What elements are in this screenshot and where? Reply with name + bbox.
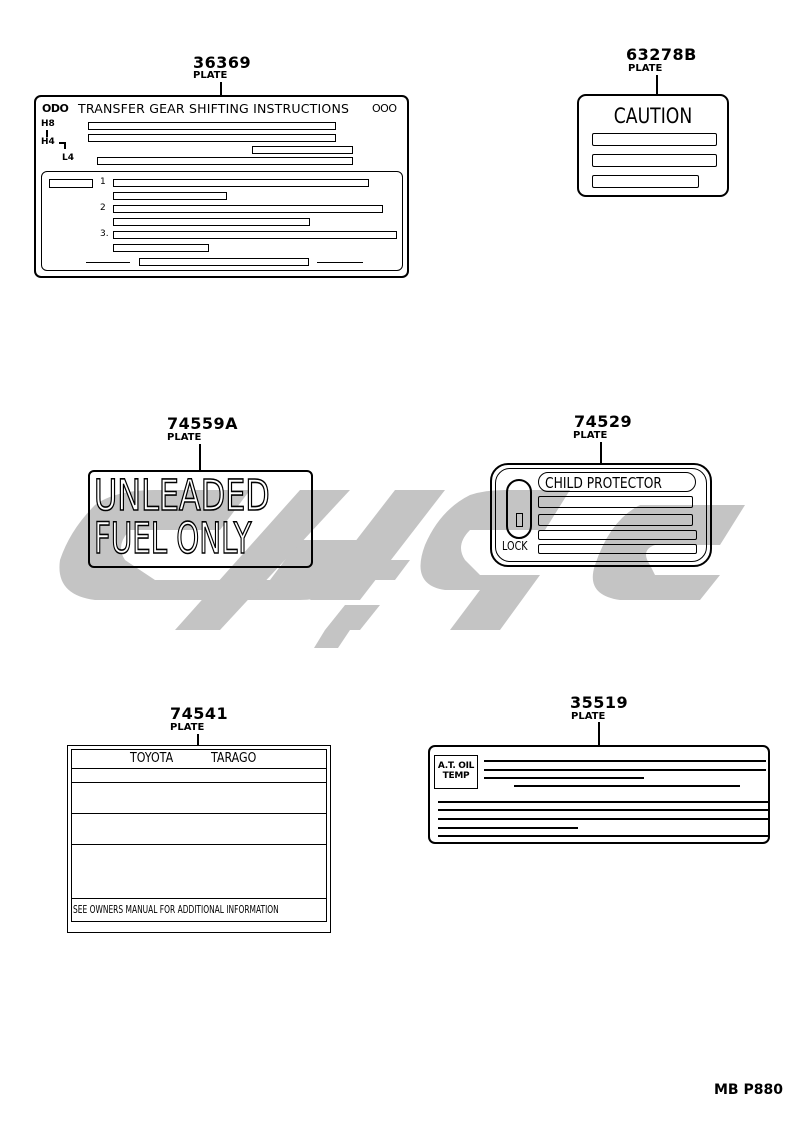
text-bar: [592, 175, 699, 188]
plate-36369: ODO TRANSFER GEAR SHIFTING INSTRUCTIONS …: [34, 95, 409, 278]
leader-line: [598, 722, 600, 746]
label-box: [49, 179, 93, 188]
leader-line: [197, 734, 199, 746]
text-bar: [97, 157, 353, 165]
text-bar: [592, 133, 717, 146]
text-bar: [113, 192, 227, 200]
right-marks: OOO: [372, 102, 397, 115]
text-bar: [139, 258, 309, 266]
part-name-74541: PLATE: [170, 722, 205, 733]
inner-frame: [71, 749, 327, 922]
plate-63278b: CAUTION: [577, 94, 729, 197]
footer-note: SEE OWNERS MANUAL FOR ADDITIONAL INFORMA…: [73, 903, 279, 916]
part-number-35519: 35519: [570, 693, 629, 712]
plate-35519: A.T. OIL TEMP: [428, 745, 770, 844]
part-name-63278b: PLATE: [628, 63, 663, 74]
text-line: [438, 801, 768, 803]
step-number-3: 3.: [100, 229, 109, 239]
text-bar: [252, 146, 353, 154]
plate-74541: TOYOTA TARAGO SEE OWNERS MANUAL FOR ADDI…: [67, 745, 331, 933]
at-oil-temp-badge: A.T. OIL TEMP: [434, 755, 478, 789]
text-line: [438, 809, 768, 811]
fuel-only-text: FUEL ONLY: [93, 514, 252, 564]
text-bar: [538, 496, 693, 508]
text-line: [438, 827, 578, 829]
badge-line-2: TEMP: [442, 771, 470, 781]
text-bar: [113, 205, 383, 213]
text-bar: [592, 154, 717, 167]
lock-knob-icon: [516, 513, 523, 527]
text-bar: [113, 231, 397, 239]
rule: [317, 262, 363, 263]
text-bar: [88, 122, 336, 130]
shift-connector: [46, 130, 48, 137]
leader-line: [656, 75, 658, 95]
unleaded-text: UNLEADED: [93, 471, 270, 521]
shift-label-h8: H8: [41, 119, 55, 129]
text-bar: [113, 244, 209, 252]
rule: [71, 813, 327, 814]
text-line: [438, 818, 768, 820]
part-name-35519: PLATE: [571, 711, 606, 722]
instruction-box: 1 2 3.: [41, 171, 403, 271]
leader-line: [199, 444, 201, 470]
badge-line-1: A.T. OIL: [437, 761, 475, 771]
text-line: [514, 785, 740, 787]
reference-code: MB P880: [714, 1082, 783, 1098]
plate-title: TRANSFER GEAR SHIFTING INSTRUCTIONS: [78, 101, 350, 116]
child-protector-heading: CHILD PROTECTOR: [545, 474, 662, 492]
left-marks: ODO: [42, 102, 69, 115]
lock-label: LOCK: [502, 539, 528, 553]
part-name-74529: PLATE: [573, 430, 608, 441]
text-line: [484, 760, 766, 762]
text-bar: [113, 179, 369, 187]
rule: [71, 782, 327, 783]
text-bar: [88, 134, 336, 142]
step-number-2: 2: [100, 203, 106, 213]
lock-slot-outline: [506, 479, 532, 539]
part-name-36369: PLATE: [193, 70, 228, 81]
text-bar: [538, 514, 693, 526]
shift-label-l4: L4: [62, 153, 74, 163]
plate-74529: LOCK CHILD PROTECTOR: [490, 463, 712, 567]
rule: [86, 262, 130, 263]
shift-label-h4: H4: [41, 137, 55, 147]
brand-text: TOYOTA: [130, 751, 174, 766]
inner-border: [495, 468, 707, 562]
shift-connector: [59, 142, 66, 149]
model-text: TARAGO: [211, 751, 257, 766]
rule: [71, 768, 327, 769]
step-number-1: 1: [100, 177, 106, 187]
caution-heading: CAUTION: [613, 104, 693, 128]
leader-line: [220, 82, 222, 96]
text-bar: [538, 530, 697, 540]
text-bar: [113, 218, 310, 226]
part-number-74529: 74529: [574, 412, 633, 431]
text-line: [438, 835, 768, 837]
child-protector-banner: CHILD PROTECTOR: [538, 472, 696, 492]
plate-74559a: UNLEADED FUEL ONLY: [88, 470, 313, 568]
part-number-74559a: 74559A: [167, 414, 239, 433]
part-name-74559a: PLATE: [167, 432, 202, 443]
part-number-63278b: 63278B: [626, 45, 697, 64]
leader-line: [600, 442, 602, 464]
rule: [71, 844, 327, 845]
part-number-36369: 36369: [193, 53, 252, 72]
text-line: [484, 777, 644, 779]
rule: [71, 898, 327, 899]
text-line: [484, 769, 766, 771]
part-number-74541: 74541: [170, 704, 229, 723]
